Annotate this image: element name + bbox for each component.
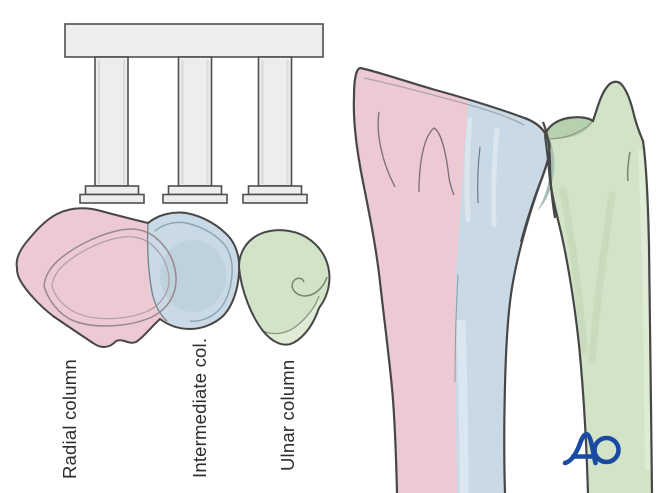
lunate-fossa-depression [160,240,226,312]
pillar-diagram [64,23,324,204]
label-intermediate-column: Intermediate col. [189,338,210,478]
ulna-outline [543,80,654,493]
pillar-beam [64,23,324,58]
ulnar-head-spiral-line [291,276,328,297]
distal-cross-section [15,207,331,348]
pillar-column-2 [162,56,228,204]
radius-shaft-highlight [456,319,469,493]
radius-highlight [464,117,473,223]
radius-column-divide-line [454,274,459,383]
pillar-base-upper [247,185,303,196]
label-ulnar-column: Ulnar column [277,360,298,471]
ulnar-styloid-separation-line [262,295,320,335]
pillar-shaft [177,56,213,187]
ulna-shaft-shading [588,191,616,364]
ulnar-head-body [239,230,330,345]
ulna-shaft-shading [559,186,588,354]
radius-crease [377,111,396,188]
druj-overlap-region [537,118,555,211]
pillar-base-lower [242,193,308,204]
pillar-base-lower [79,193,145,204]
pillar-column-1 [79,56,145,204]
ulnar-head-section [237,229,331,346]
radius-highlight [491,127,500,228]
pillar-shaft [257,56,293,187]
radius-crease [418,127,455,196]
radius-edge-through-overlap [519,116,551,243]
pillar-column-3 [242,56,308,204]
radius-articular-rim-line [363,77,525,126]
scaphoid-fossa [43,228,177,327]
pillar-base-lower [162,193,228,204]
ao-logo-letter-o [592,435,621,465]
ulnar-head-outline [237,229,331,346]
radius-crease [477,146,481,204]
ulnar-styloid-section [263,296,321,345]
ulna-crease [626,151,631,182]
radius-radial-column-region [353,68,468,493]
forearm-bones [352,66,654,493]
lunate-fossa-inner-rim [154,221,233,322]
pillar-shaft [94,56,129,187]
scaphoid-fossa-inner-rim [51,236,170,320]
pillar-base-upper [84,185,140,196]
ulna-edge-highlight [638,149,651,471]
radius-section-outline [15,207,241,348]
ulna-edge-through-overlap [541,121,557,219]
ao-logo [562,432,621,466]
pillar-base-upper [167,185,223,196]
column-labels: Radial column Intermediate col. Ulnar co… [59,338,298,479]
label-radial-column: Radial column [59,359,80,479]
